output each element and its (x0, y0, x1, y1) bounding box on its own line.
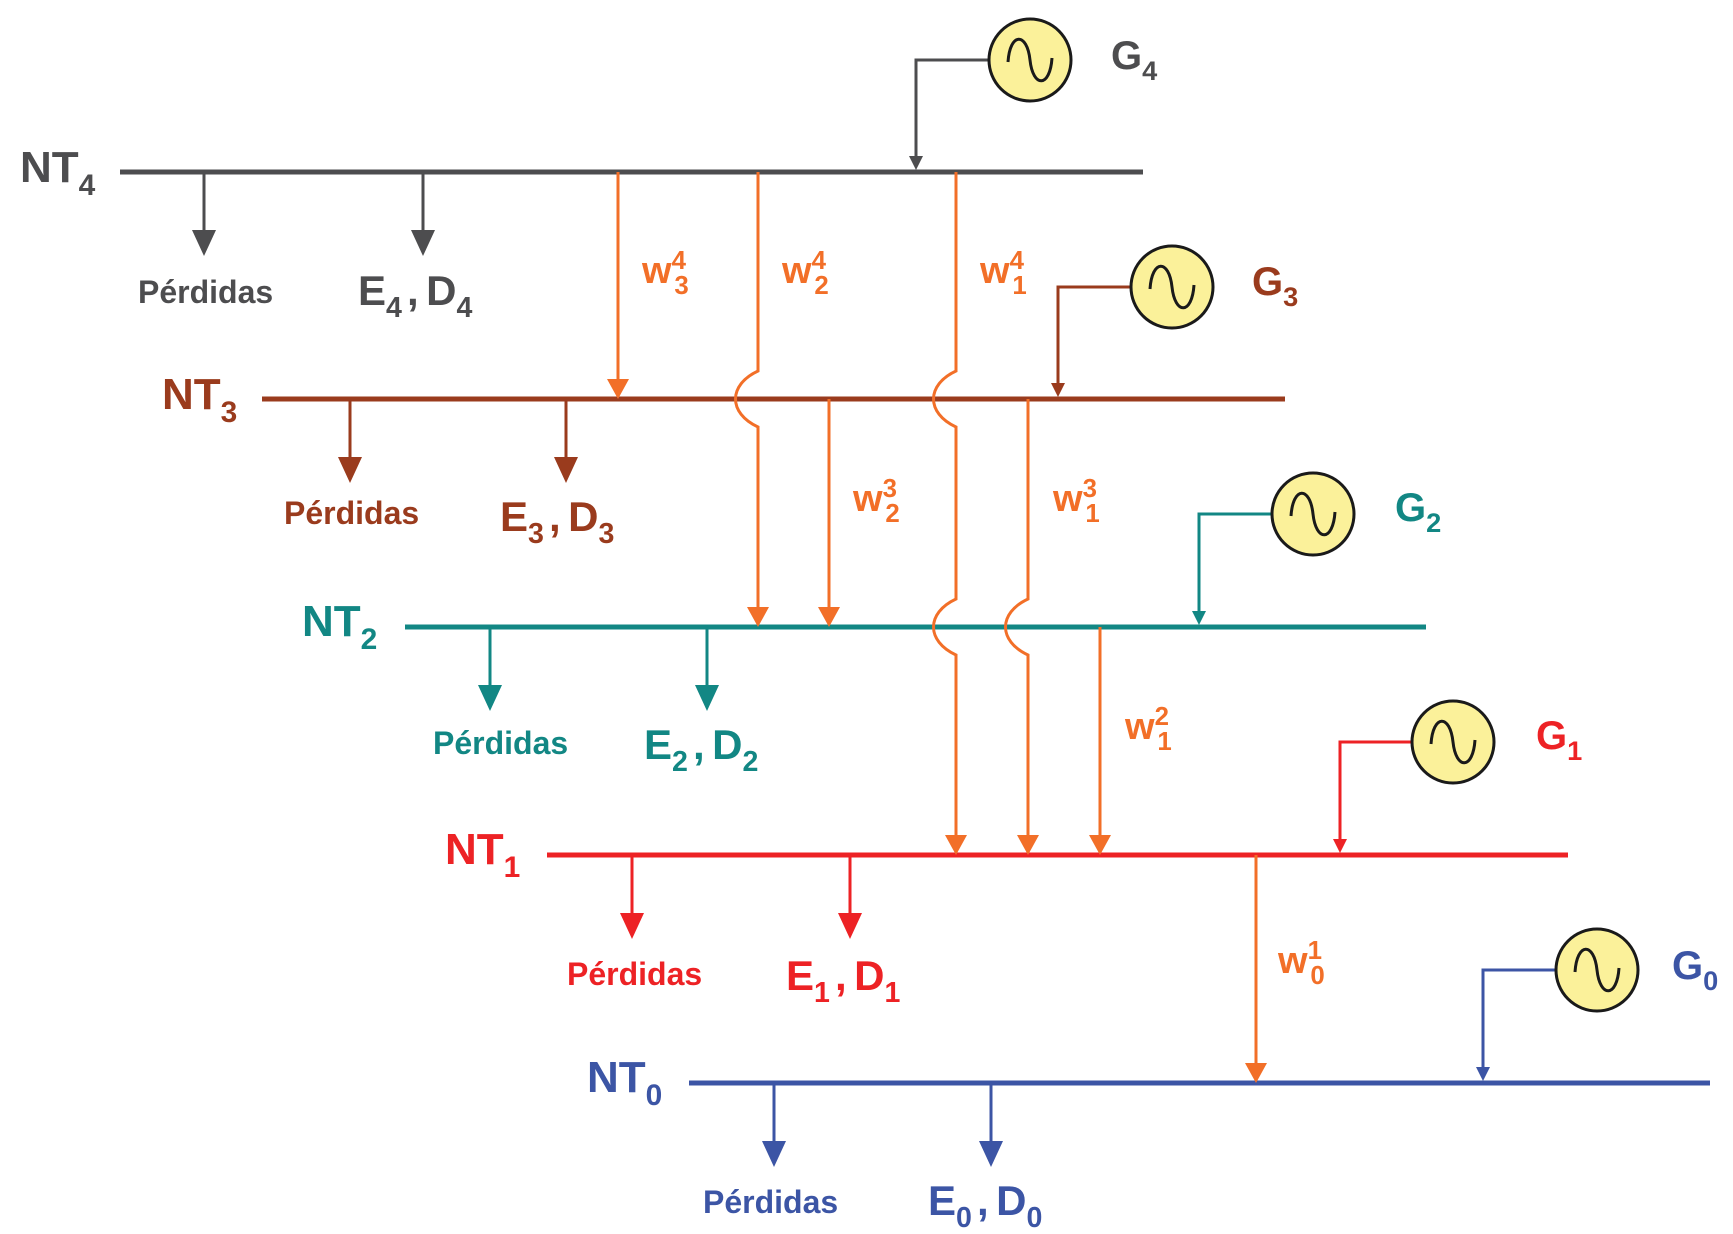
generator-label-g3: G3 (1252, 260, 1299, 313)
demand-arrowhead-nt0 (979, 1141, 1003, 1167)
losses-label-nt1: Pérdidas (567, 956, 703, 992)
sine-wave-icon (1573, 947, 1621, 993)
demand-arrowhead-nt1 (838, 913, 862, 939)
flow-label-w41: w41 (980, 246, 1027, 300)
generator-arrowhead-g3 (1051, 383, 1065, 397)
demand-label-nt0: E0,D0 (928, 1177, 1043, 1234)
flow-arrowhead-w10 (1245, 1063, 1267, 1083)
losses-label-nt0: Pérdidas (703, 1184, 839, 1220)
flow-label-w43: w43 (642, 246, 689, 300)
demand-label-nt2: E2,D2 (644, 721, 759, 778)
losses-label-nt3: Pérdidas (284, 495, 420, 531)
losses-label-nt4: Pérdidas (138, 274, 274, 310)
flow-arrowhead-w32 (818, 607, 840, 627)
generator-feed-line-g2 (1197, 512, 1272, 613)
generator-arrowhead-g4 (909, 156, 923, 170)
generator-feed-line-g4 (914, 58, 989, 158)
bus-label-nt4: NT4 (20, 143, 96, 202)
flow-arrowhead-w43 (607, 379, 629, 399)
generator-label-g2: G2 (1395, 486, 1442, 539)
sine-wave-icon (1148, 264, 1196, 310)
losses-arrowhead-nt0 (762, 1141, 786, 1167)
demand-arrowhead-nt4 (411, 230, 435, 256)
generator-feed-line-g1 (1338, 740, 1412, 841)
demand-arrowhead-nt3 (554, 457, 578, 483)
generator-label-g4: G4 (1111, 34, 1158, 87)
sine-wave-icon (1289, 491, 1337, 537)
generator-arrowhead-g0 (1476, 1067, 1490, 1081)
flow-arrowhead-w41 (945, 835, 967, 855)
flow-arrowhead-w31 (1017, 835, 1039, 855)
losses-arrowhead-nt1 (620, 913, 644, 939)
generator-label-g1: G1 (1536, 714, 1583, 767)
generator-arrowhead-g2 (1192, 611, 1206, 625)
bus-label-nt0: NT0 (587, 1053, 663, 1112)
generator-arrowhead-g1 (1333, 839, 1347, 853)
flow-arrowhead-w21 (1089, 835, 1111, 855)
demand-label-nt3: E3,D3 (500, 493, 615, 550)
flow-label-w21: w21 (1125, 702, 1172, 756)
demand-arrowhead-nt2 (695, 685, 719, 711)
demand-label-nt4: E4,D4 (358, 267, 473, 324)
flow-label-w31: w31 (1053, 474, 1100, 528)
losses-label-nt2: Pérdidas (433, 725, 569, 761)
flow-line-w41 (932, 172, 958, 837)
generator-feed-line-g0 (1481, 968, 1556, 1069)
sine-wave-icon (1429, 719, 1477, 765)
flow-label-w42: w42 (782, 246, 829, 300)
losses-arrowhead-nt2 (478, 685, 502, 711)
flow-label-w32: w32 (853, 474, 900, 528)
flow-line-w31 (1004, 399, 1030, 837)
bus-label-nt1: NT1 (445, 825, 521, 884)
losses-arrowhead-nt4 (192, 230, 216, 256)
bus-label-nt3: NT3 (162, 370, 238, 429)
flow-line-w42 (734, 172, 760, 609)
bus-label-nt2: NT2 (302, 597, 378, 656)
flow-arrowhead-w42 (747, 607, 769, 627)
flow-label-w10: w10 (1278, 936, 1325, 990)
generator-label-g0: G0 (1672, 944, 1719, 997)
losses-arrowhead-nt3 (338, 457, 362, 483)
demand-label-nt1: E1,D1 (786, 952, 901, 1009)
sine-wave-icon (1006, 37, 1054, 83)
generator-feed-line-g3 (1056, 285, 1131, 385)
